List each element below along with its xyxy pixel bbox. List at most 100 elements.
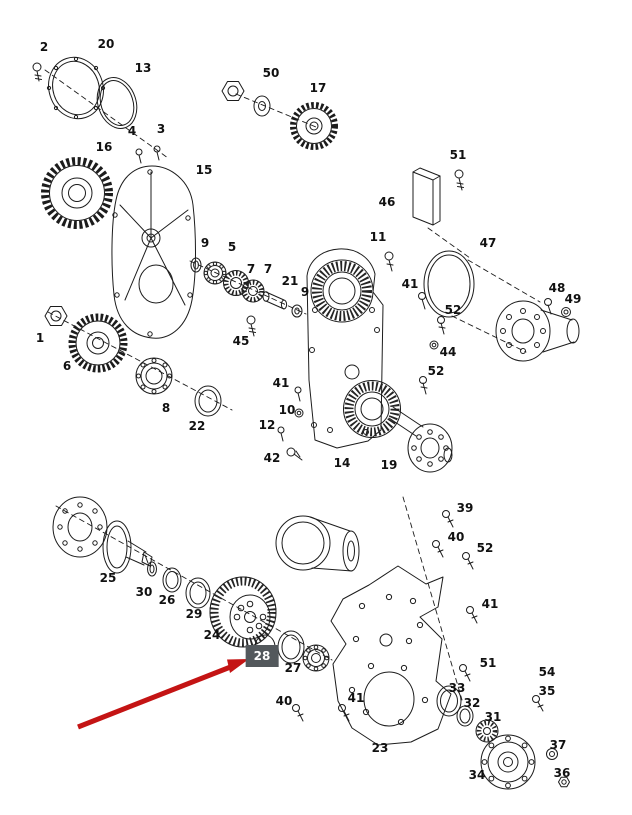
part-36-nut [558,776,570,788]
part-label-40[interactable]: 40 [447,530,465,544]
part-label-8[interactable]: 8 [161,401,171,415]
part-label-4[interactable]: 4 [127,124,137,138]
part-47-ring [423,250,475,318]
part-11-bolt [384,251,394,272]
part-52-screw-b [419,376,428,395]
part-13-gasket-ring [96,77,138,129]
part-label-2[interactable]: 2 [39,40,49,54]
part-label-32[interactable]: 32 [463,696,481,710]
part-2-screw [32,62,42,82]
part-16-gear [41,157,113,229]
part-17-gear [290,102,338,150]
part-label-14[interactable]: 14 [333,456,351,470]
part-41-screw-bottom [338,704,350,722]
part-32-ring [456,705,474,727]
part-19-shaft-assembly [343,380,453,473]
part-label-16[interactable]: 16 [95,140,113,154]
part-label-5[interactable]: 5 [227,240,237,254]
part-label-9-2[interactable]: 9 [300,285,310,299]
part-46-bar [412,167,441,226]
part-3-screw [153,145,161,161]
part-20-cover [46,56,106,120]
part-label-52-2[interactable]: 52 [427,364,445,378]
part-14-cover-plate [306,248,384,449]
part-1-nut [44,306,68,326]
part-label-33[interactable]: 33 [448,681,466,695]
part-label-44[interactable]: 44 [439,345,457,359]
part-37-washer [546,748,558,760]
part-label-51-2[interactable]: 51 [479,656,497,670]
part-label-30[interactable]: 30 [135,585,153,599]
part-label-37[interactable]: 37 [549,738,567,752]
part-label-26[interactable]: 26 [158,593,176,607]
part-label-51[interactable]: 51 [449,148,467,162]
part-label-41-4[interactable]: 41 [347,691,365,705]
part-label-28[interactable]: 28 [245,645,279,667]
part-8-bearing [135,357,173,395]
part-label-41-2[interactable]: 41 [272,376,290,390]
part-51-screw-upper [454,169,464,191]
part-40-screw-bottom [292,704,304,722]
part-label-9[interactable]: 9 [200,236,210,250]
part-label-22[interactable]: 22 [188,419,206,433]
part-29-ring [185,577,211,609]
part-label-10[interactable]: 10 [278,403,296,417]
cylinder-spacer [275,515,360,572]
part-44-washer [429,340,439,350]
part-label-27[interactable]: 27 [284,661,302,675]
part-label-1[interactable]: 1 [35,331,45,345]
part-label-39[interactable]: 39 [456,501,474,515]
part-label-29[interactable]: 29 [185,607,203,621]
part-7-bearing-b [241,279,265,303]
part-label-47[interactable]: 47 [479,236,497,250]
part-label-50[interactable]: 50 [262,66,280,80]
part-22-ring [194,385,222,417]
part-label-54[interactable]: 54 [538,665,556,679]
part-label-35[interactable]: 35 [538,684,556,698]
part-label-11[interactable]: 11 [369,230,387,244]
part-label-52-3[interactable]: 52 [476,541,494,555]
part-label-24[interactable]: 24 [203,628,221,642]
part-label-6[interactable]: 6 [62,359,72,373]
part-label-42[interactable]: 42 [263,451,281,465]
part-label-12[interactable]: 12 [258,418,276,432]
part-26-ring [162,567,182,593]
part-label-49[interactable]: 49 [564,292,582,306]
part-label-20[interactable]: 20 [97,37,115,51]
part-31-grooved-nut [475,719,499,743]
part-label-52[interactable]: 52 [444,303,462,317]
lower-assembly [52,496,570,790]
part-label-15[interactable]: 15 [195,163,213,177]
part-label-17[interactable]: 17 [309,81,327,95]
part-9-ring-left [190,257,202,273]
part-label-46[interactable]: 46 [378,195,396,209]
part-label-13[interactable]: 13 [134,61,152,75]
part-label-23[interactable]: 23 [371,741,389,755]
small-bearing-lower [302,644,330,672]
part-label-36[interactable]: 36 [553,766,571,780]
part-51-screw-lower [459,664,471,682]
part-label-41[interactable]: 41 [401,277,419,291]
upper-assembly [32,56,580,473]
part-label-48[interactable]: 48 [548,281,566,295]
part-label-21[interactable]: 21 [281,274,299,288]
part-41-screw-plate [294,386,302,402]
pointer-arrow [77,659,249,730]
part-label-45[interactable]: 45 [232,334,250,348]
part-label-31[interactable]: 31 [484,710,502,724]
part-label-3[interactable]: 3 [156,122,166,136]
part-label-25[interactable]: 25 [99,571,117,585]
part-15-cover-gasket [111,165,196,339]
part-label-19[interactable]: 19 [380,458,398,472]
part-label-34[interactable]: 34 [468,768,486,782]
part-label-7[interactable]: 7 [246,262,256,276]
part-label-40-2[interactable]: 40 [275,694,293,708]
pointer-arrow-line [77,663,234,730]
part-label-41-3[interactable]: 41 [481,597,499,611]
part-6-gear [68,313,128,373]
part-label-7-2[interactable]: 7 [263,262,273,276]
part-21-pin [262,291,288,310]
